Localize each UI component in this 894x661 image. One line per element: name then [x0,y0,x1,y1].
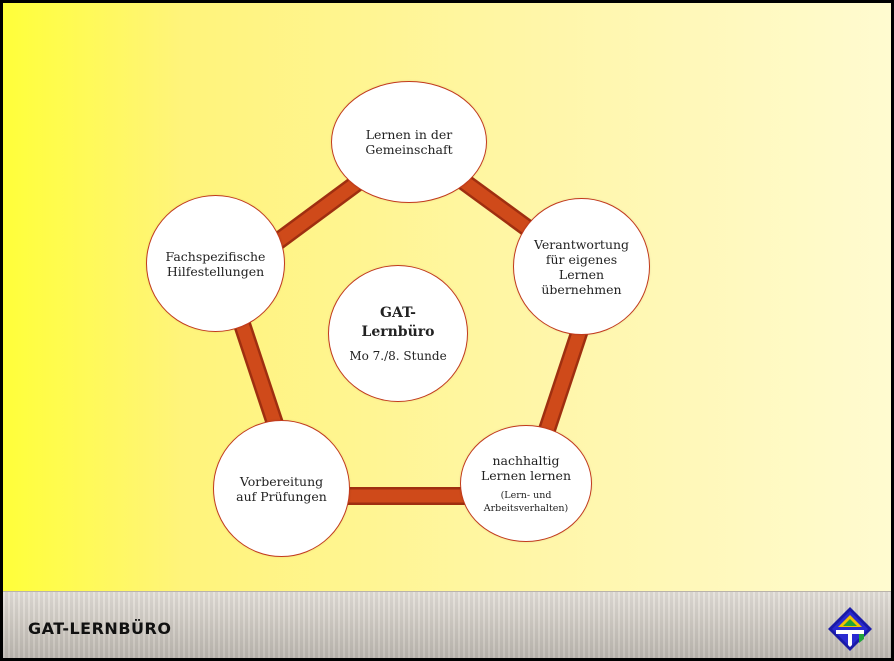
center-title: Lernbüro [361,324,435,340]
slide: Lernen in der Gemeinschaft Verantwortung… [3,3,891,658]
node-label: Vorbereitung [239,473,324,489]
node-label: übernehmen [541,281,622,297]
node-label: Fachspezifische [165,248,266,264]
footer-bar: GAT-LERNBÜRO [3,591,891,658]
node-label: auf Prüfungen [236,488,327,504]
node-sublabel: (Lern- und [500,489,552,501]
node-sublabel: Arbeitsverhalten) [483,502,569,514]
center-title: GAT- [380,305,416,321]
cycle-node-community-learning: Lernen in der Gemeinschaft [331,81,487,203]
cycle-node-exam-preparation: Vorbereitung auf Prüfungen [213,420,350,557]
node-label: Lernen in der [365,127,453,142]
node-label: Verantwortung [533,236,630,252]
cycle-node-subject-help: Fachspezifische Hilfestellungen [146,195,285,332]
node-label: Gemeinschaft [365,142,453,157]
footer-title: GAT-LERNBÜRO [28,619,172,638]
cycle-node-sustainable-learning: nachhaltig Lernen lernen (Lern- und Arbe… [460,425,592,542]
node-label: Lernen [558,266,605,282]
center-node: GAT- Lernbüro Mo 7./8. Stunde [328,265,468,402]
node-label: Hilfestellungen [166,263,265,279]
cycle-node-responsibility: Verantwortung für eigenes Lernen überneh… [513,198,650,335]
node-label: für eigenes [545,251,618,267]
center-subtitle: Mo 7./8. Stunde [349,349,447,363]
school-diamond-logo-icon [828,607,872,651]
node-label: Lernen lernen [480,467,571,483]
node-label: nachhaltig [492,452,560,468]
